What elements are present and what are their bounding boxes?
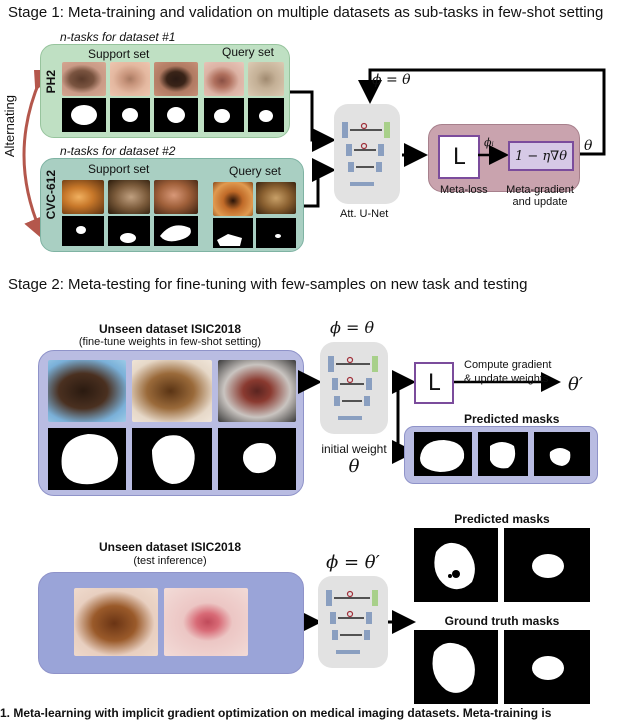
ph2-query-image-1 (204, 62, 244, 96)
dataset1-query-label: Query set (222, 45, 275, 59)
caption-fragment: 1. Meta-learning with implicit gradient … (0, 706, 552, 720)
dataset1-tasks-label: n-tasks for dataset #1 (60, 30, 176, 44)
ph2-support-image-2 (110, 62, 150, 96)
isic-finetune-image-3 (218, 360, 296, 422)
att-unet-diagram (342, 122, 390, 186)
stage2-title: Stage 2: Meta-testing for fine-tuning wi… (8, 276, 528, 293)
meta-gradient-box: 1 − η∇θ (508, 141, 574, 171)
cvc-support-image-2 (108, 180, 150, 214)
att-unet-block (334, 104, 400, 204)
finetune-unet-diagram (328, 356, 378, 420)
meta-loss-to-update-arrow (478, 145, 509, 165)
stage1-theta: θ (584, 138, 593, 154)
cvc-masks (62, 216, 296, 248)
dataset2-query-label: Query set (229, 164, 282, 178)
meta-gradient-label: Meta-gradient and update (506, 184, 574, 208)
dataset2-support-label: Support set (88, 162, 150, 176)
test-predicted-masks-title: Predicted masks (454, 512, 550, 526)
ph2-support-image-3 (154, 62, 198, 96)
test-predicted-masks (414, 528, 590, 602)
finetune-title: Unseen dataset ISIC2018 (98, 322, 242, 336)
test-title: Unseen dataset ISIC2018 (98, 540, 242, 554)
stage1-title: Stage 1: Meta-training and validation on… (8, 4, 604, 21)
cvc-support-image-3 (154, 180, 198, 214)
ph2-query-image-2 (248, 62, 284, 96)
finetune-predicted-masks (414, 432, 590, 476)
dataset2-tasks-label: n-tasks for dataset #2 (60, 144, 176, 158)
finetune-theta-prime: θ′ (568, 374, 583, 395)
isic-test-image-2 (164, 588, 248, 656)
test-phi-eq-theta-prime: ϕ = θ′ (326, 552, 380, 573)
finetune-loss-box: L (414, 362, 454, 404)
stage1-connectors (290, 68, 606, 208)
ph2-support-image-1 (62, 62, 106, 96)
finetune-theta: θ (348, 456, 360, 477)
test-unet-diagram (326, 590, 378, 654)
finetune-predicted-masks-title: Predicted masks (464, 412, 560, 426)
isic-finetune-masks (48, 428, 296, 490)
att-unet-label: Att. U-Net (340, 208, 389, 220)
ground-truth-masks-title: Ground truth masks (444, 614, 560, 628)
isic-finetune-image-1 (48, 360, 126, 422)
ph2-masks (62, 98, 284, 132)
phi-i-label: ϕᵢ (484, 136, 494, 149)
cvc-query-image-2 (256, 182, 296, 214)
alternating-arrow (22, 70, 46, 240)
stage1-phi-eq-theta: ϕ = θ (372, 72, 411, 88)
meta-loss-label: Meta-loss (440, 184, 488, 196)
compute-gradient-label: Compute gradient & update weights (464, 359, 552, 385)
cvc-support-image-1 (62, 180, 104, 214)
test-subtitle: (test inference) (133, 555, 207, 567)
meta-loss-box: L (438, 135, 480, 179)
isic-test-image-1 (74, 588, 158, 656)
cvc-query-image-1 (213, 182, 253, 216)
finetune-subtitle: (fine-tune weights in few-shot setting) (78, 336, 262, 348)
finetune-phi-eq-theta: ϕ = θ (330, 318, 375, 337)
initial-weight-label: initial weight (321, 442, 387, 456)
ground-truth-masks (414, 630, 590, 704)
isic-finetune-image-2 (132, 360, 212, 422)
dataset1-support-label: Support set (88, 47, 150, 61)
